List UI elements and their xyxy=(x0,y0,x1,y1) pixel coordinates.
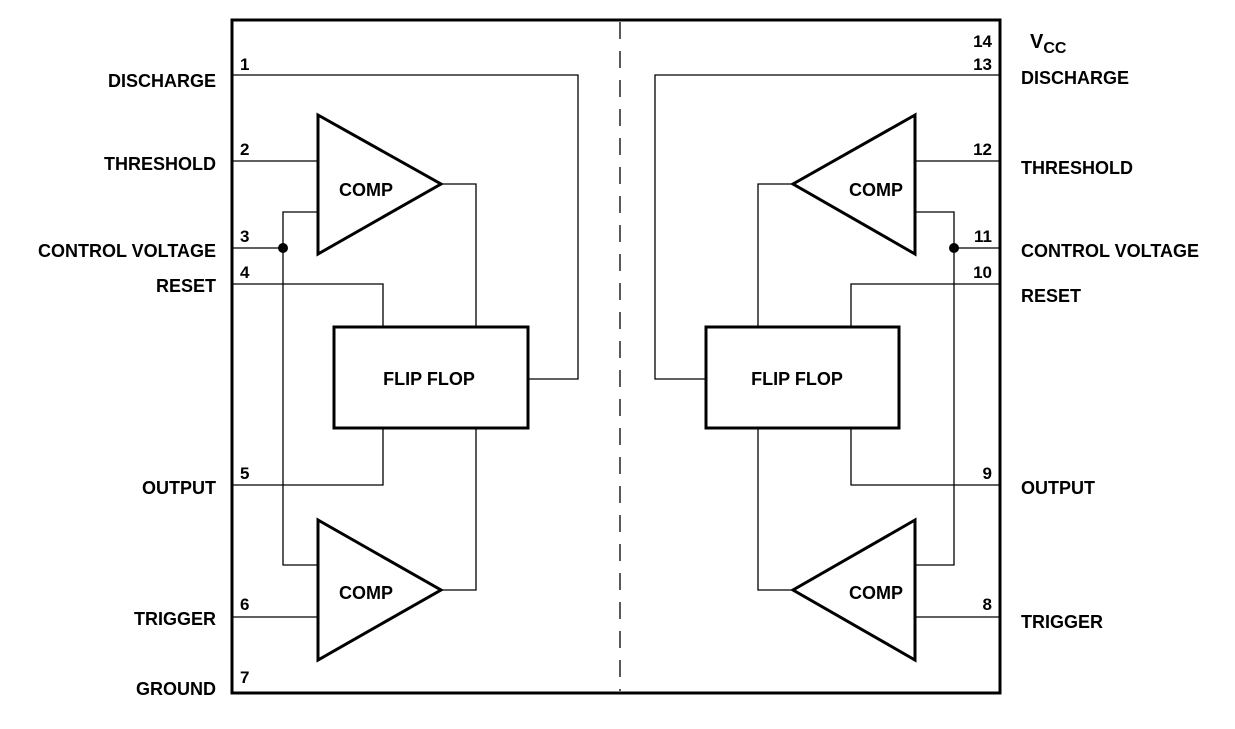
pin-14-number: 14 xyxy=(973,32,992,51)
package-outline xyxy=(230,18,1002,695)
right-wiring xyxy=(654,74,1000,618)
pin-2-name: THRESHOLD xyxy=(104,154,216,174)
left-wiring xyxy=(232,74,579,618)
right-junction-dot xyxy=(949,243,959,253)
pin-11-number: 11 xyxy=(974,227,992,246)
left-junction-dot xyxy=(278,243,288,253)
pin-2-number: 2 xyxy=(240,140,249,159)
pin-1-number: 1 xyxy=(240,55,249,74)
pin-7-name: GROUND xyxy=(136,679,216,699)
pin-10-number: 10 xyxy=(973,263,992,282)
pin-9-name: OUTPUT xyxy=(1021,478,1095,498)
right-top-comparator-label: COMP xyxy=(849,180,903,200)
pin-14-name: VCC xyxy=(1030,31,1067,57)
pin-5-number: 5 xyxy=(240,464,249,483)
pin-9-number: 9 xyxy=(983,464,992,483)
pin-3-name: CONTROL VOLTAGE xyxy=(38,241,216,261)
pin-1-name: DISCHARGE xyxy=(108,71,216,91)
right-bottom-comparator-label: COMP xyxy=(849,583,903,603)
right-top-comparator xyxy=(789,112,917,257)
left-bottom-comparator xyxy=(316,517,445,663)
left-pin-labels: 1 DISCHARGE 2 THRESHOLD 3 CONTROL VOLTAG… xyxy=(38,55,250,699)
left-flip-flop xyxy=(332,325,530,430)
pin-13-number: 13 xyxy=(973,55,992,74)
pin-12-number: 12 xyxy=(973,140,992,159)
left-bottom-comparator-label: COMP xyxy=(339,583,393,603)
right-flip-flop-label: FLIP FLOP xyxy=(751,369,843,389)
pin-4-number: 4 xyxy=(240,263,250,282)
pin-3-number: 3 xyxy=(240,227,249,246)
pin-11-name: CONTROL VOLTAGE xyxy=(1021,241,1199,261)
pin-7-number: 7 xyxy=(240,668,249,687)
pin-8-name: TRIGGER xyxy=(1021,612,1103,632)
left-top-comparator-label: COMP xyxy=(339,180,393,200)
left-top-comparator xyxy=(316,112,445,257)
pin-10-name: RESET xyxy=(1021,286,1081,306)
pin-6-number: 6 xyxy=(240,595,249,614)
left-flip-flop-label: FLIP FLOP xyxy=(383,369,475,389)
pin-5-name: OUTPUT xyxy=(142,478,216,498)
pin-13-name: DISCHARGE xyxy=(1021,68,1129,88)
pin-8-number: 8 xyxy=(983,595,992,614)
pin-4-name: RESET xyxy=(156,276,216,296)
right-flip-flop xyxy=(704,325,901,430)
right-pin-labels: 14 VCC 13 DISCHARGE 12 THRESHOLD 11 CONT… xyxy=(973,31,1199,632)
pin-6-name: TRIGGER xyxy=(134,609,216,629)
pin-12-name: THRESHOLD xyxy=(1021,158,1133,178)
right-bottom-comparator xyxy=(789,517,917,663)
